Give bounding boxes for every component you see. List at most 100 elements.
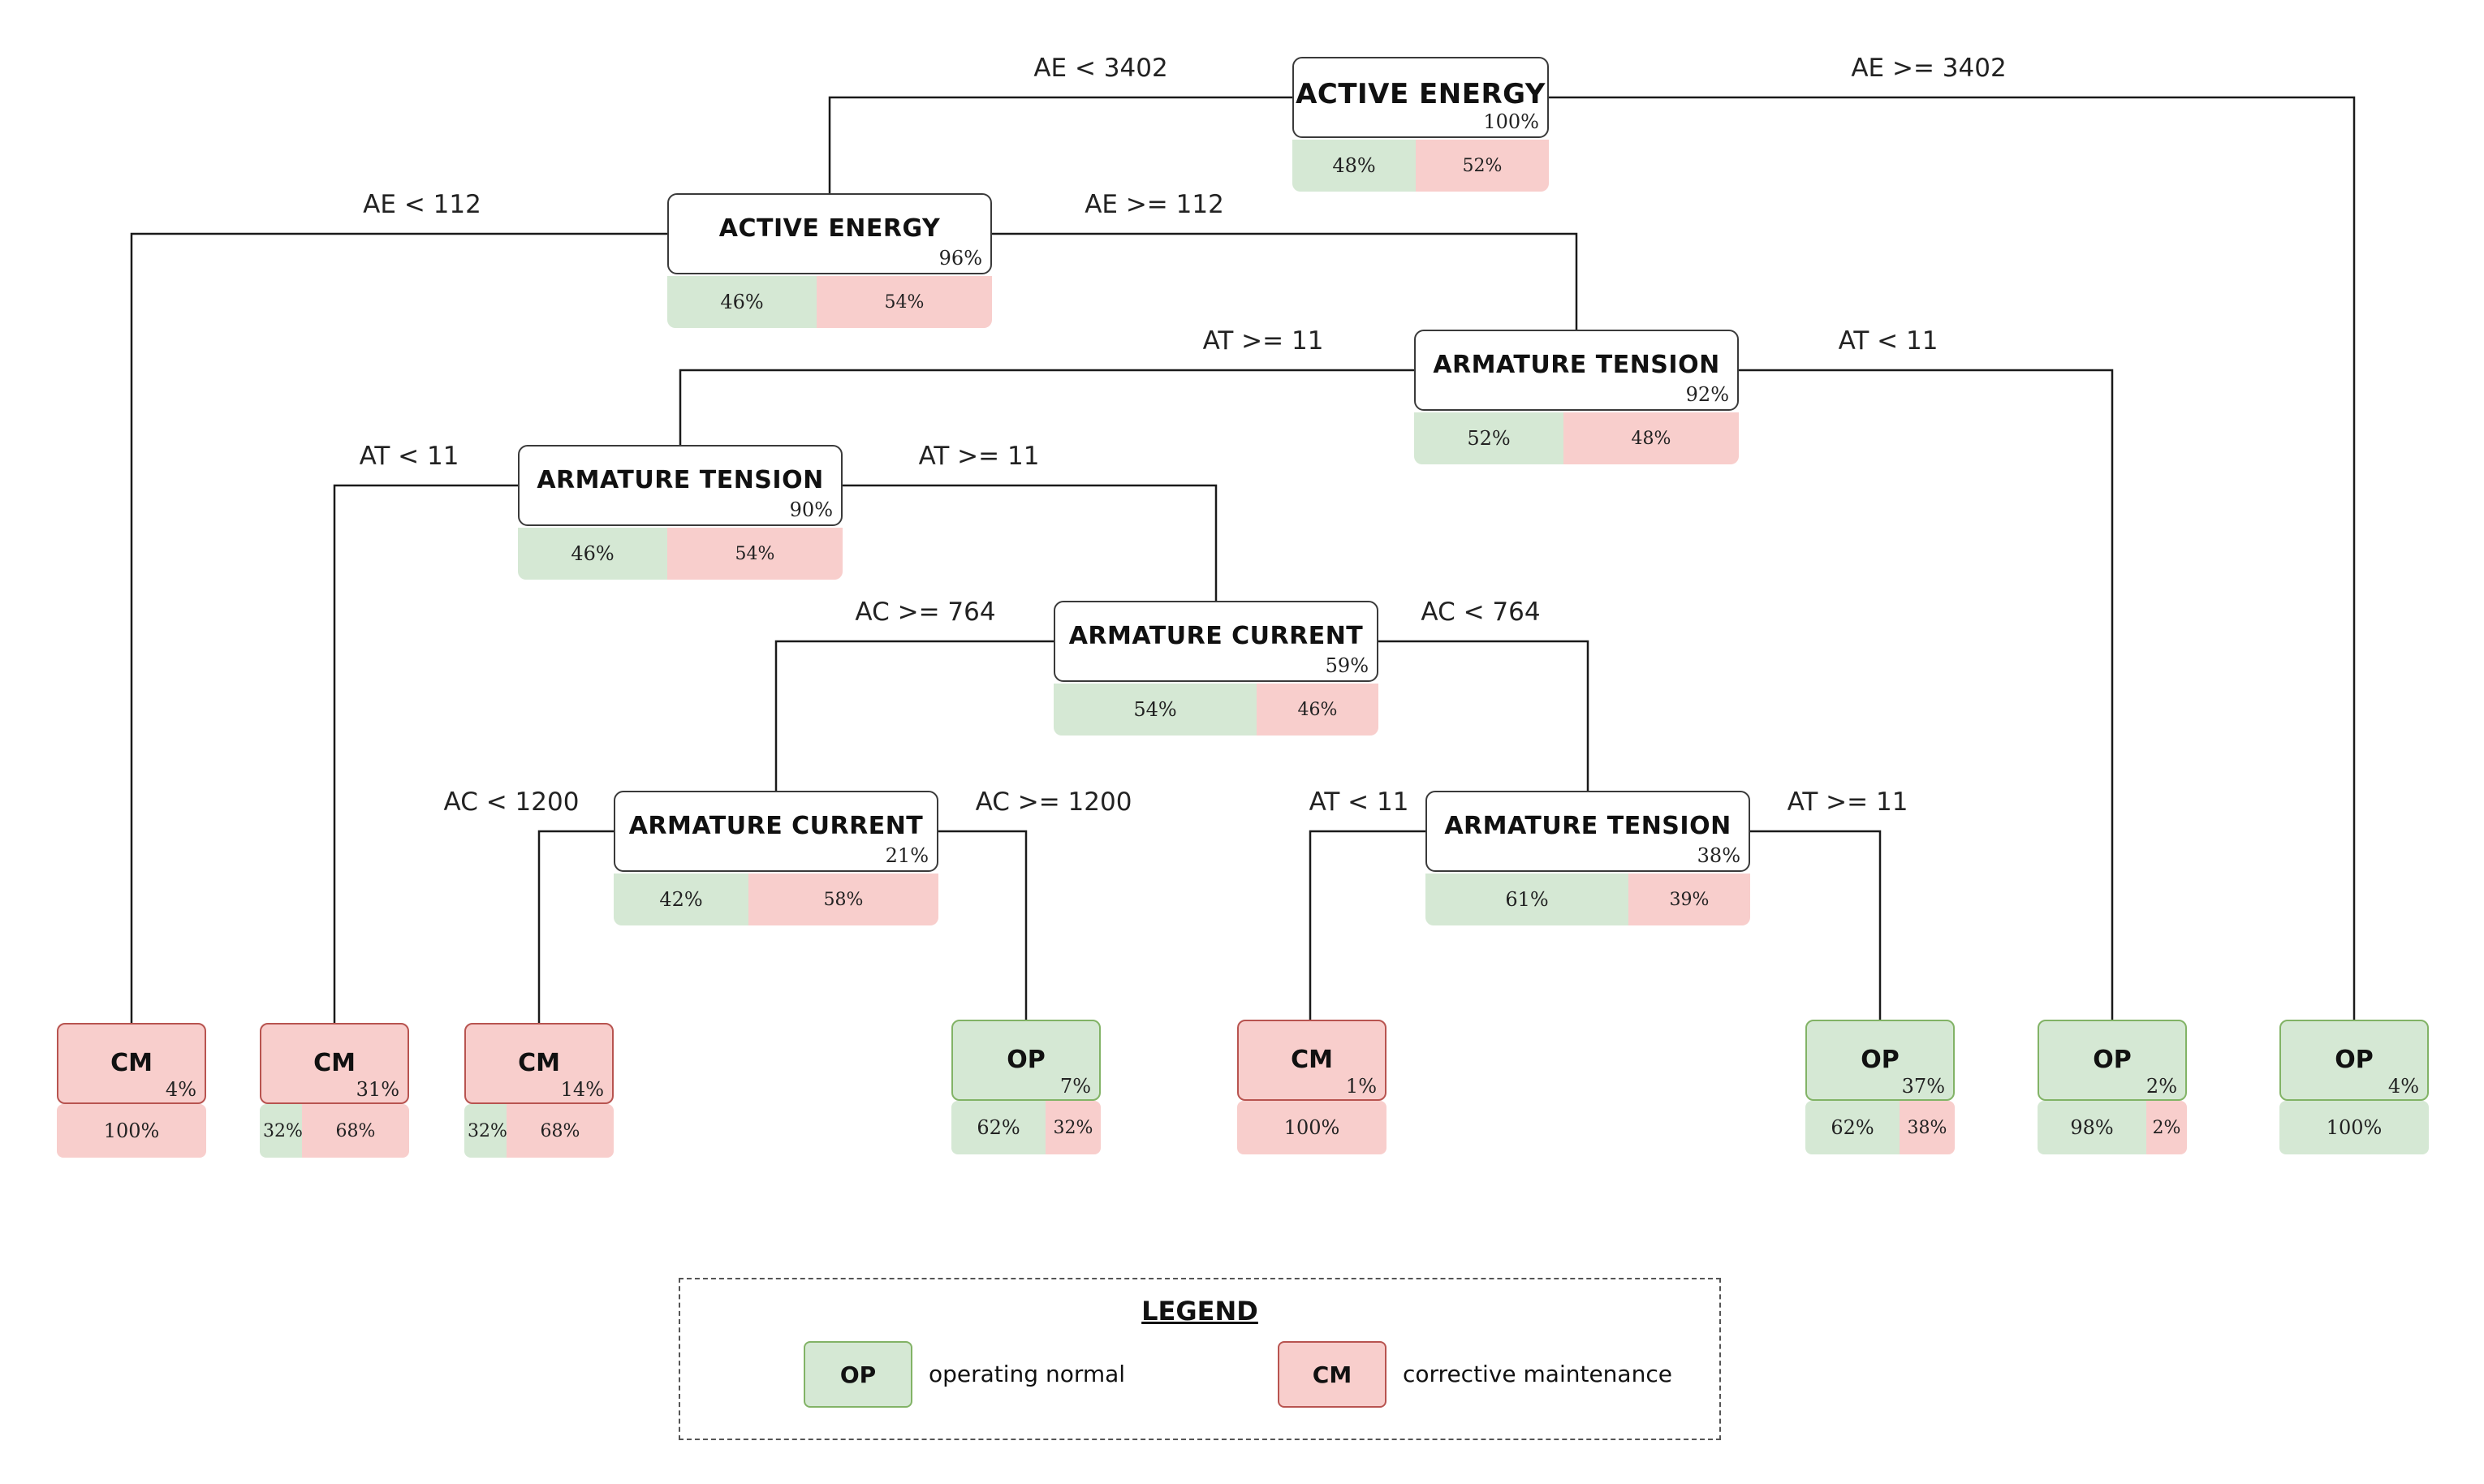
leaf-node-op: OP 37% [1805, 1020, 1955, 1101]
node-title: ARMATURE TENSION [1433, 351, 1720, 379]
node-percentage: 100% [1483, 110, 1539, 133]
connector-n5-right [1378, 640, 1589, 791]
leaf-percentage: 31% [356, 1078, 399, 1101]
edge-label-ac-ge-1200: AC >= 1200 [975, 787, 1132, 817]
leaf-class-bar: 32% 68% [260, 1104, 409, 1158]
leaf-label: CM [518, 1049, 560, 1077]
node-percentage: 59% [1325, 654, 1369, 677]
edge-label-ae-lt-112: AE < 112 [363, 190, 481, 219]
cm-share: 32% [1046, 1101, 1101, 1154]
legend-text-op: operating normal [929, 1361, 1126, 1387]
legend-text-cm: corrective maintenance [1403, 1361, 1672, 1387]
leaf-class-bar: 100% [57, 1104, 206, 1158]
leaf-label: CM [313, 1049, 356, 1077]
leaf-percentage: 14% [560, 1078, 604, 1101]
leaf-class-bar: 62% 32% [951, 1101, 1101, 1154]
legend-swatch-op: OP [804, 1341, 912, 1408]
connector-n4-left [333, 484, 518, 1023]
connector-n4-right [843, 484, 1218, 601]
edge-label-ac-lt-1200: AC < 1200 [443, 787, 580, 817]
connector-n2-left [130, 232, 667, 1023]
op-share: 52% [1414, 412, 1563, 464]
leaf-label: CM [110, 1049, 153, 1077]
node-title: ACTIVE ENERGY [1296, 78, 1546, 110]
edge-label-ac-lt-764: AC < 764 [1421, 597, 1541, 627]
edge-label-ae-ge-3402: AE >= 3402 [1851, 54, 2007, 83]
op-share: 32% [464, 1104, 507, 1158]
connector-n7-left [1309, 830, 1425, 1020]
node-percentage: 96% [938, 247, 982, 270]
node-class-bar: 46% 54% [667, 276, 992, 328]
legend: LEGEND OP operating normal CM corrective… [679, 1278, 1721, 1440]
leaf-node-cm: CM 1% [1237, 1020, 1386, 1101]
node-title: ARMATURE TENSION [537, 466, 824, 494]
leaf-class-bar: 100% [1237, 1101, 1386, 1154]
node-percentage: 92% [1685, 383, 1729, 406]
edge-label-ae-ge-112: AE >= 112 [1085, 190, 1224, 219]
leaf-class-bar: 98% 2% [2038, 1101, 2187, 1154]
node-title: ACTIVE ENERGY [718, 214, 941, 243]
op-share: 54% [1054, 684, 1257, 736]
leaf-label: OP [2093, 1046, 2132, 1074]
cm-share: 100% [1237, 1101, 1386, 1154]
cm-share: 46% [1257, 684, 1378, 736]
connector-n3-right [1739, 369, 2114, 1020]
edge-label-at-lt-11: AT < 11 [1309, 787, 1409, 817]
cm-share: 2% [2146, 1101, 2187, 1154]
leaf-label: CM [1291, 1046, 1333, 1074]
decision-node-armature-current: ARMATURE CURRENT 21% [614, 791, 938, 872]
op-share: 48% [1292, 140, 1416, 192]
node-title: ARMATURE CURRENT [1068, 622, 1364, 650]
cm-share: 38% [1900, 1101, 1955, 1154]
connector-root-right [1549, 96, 2356, 1020]
op-share: 46% [518, 528, 667, 580]
leaf-percentage: 2% [2145, 1075, 2177, 1098]
op-share: 62% [951, 1101, 1046, 1154]
op-share: 100% [2279, 1101, 2429, 1154]
leaf-node-op: OP 7% [951, 1020, 1101, 1101]
leaf-node-op: OP 2% [2038, 1020, 2187, 1101]
cm-share: 58% [748, 874, 938, 925]
edge-label-ac-ge-764: AC >= 764 [855, 597, 996, 627]
leaf-label: OP [2335, 1046, 2374, 1074]
leaf-node-op: OP 4% [2279, 1020, 2429, 1101]
node-title: ARMATURE TENSION [1444, 812, 1731, 840]
edge-label-at-lt-11: AT < 11 [359, 442, 459, 471]
leaf-label: OP [1861, 1046, 1900, 1074]
node-title: ARMATURE CURRENT [628, 812, 924, 840]
op-share: 46% [667, 276, 817, 328]
node-class-bar: 54% 46% [1054, 684, 1378, 736]
connector-n6-left [537, 830, 614, 1023]
decision-node-active-energy: ACTIVE ENERGY 96% [667, 193, 992, 274]
leaf-node-cm: CM 4% [57, 1023, 206, 1104]
leaf-class-bar: 62% 38% [1805, 1101, 1955, 1154]
leaf-percentage: 4% [165, 1078, 196, 1101]
decision-node-armature-tension: ARMATURE TENSION 90% [518, 445, 843, 526]
leaf-percentage: 4% [2387, 1075, 2419, 1098]
cm-share: 39% [1628, 874, 1750, 925]
cm-share: 54% [667, 528, 843, 580]
leaf-node-cm: CM 14% [464, 1023, 614, 1104]
edge-label-at-ge-11: AT >= 11 [1202, 326, 1324, 356]
connector-n6-right [938, 830, 1028, 1020]
edge-label-at-ge-11: AT >= 11 [1787, 787, 1908, 817]
op-share: 62% [1805, 1101, 1900, 1154]
connector-n2-right [992, 232, 1578, 330]
connector-n7-right [1750, 830, 1882, 1020]
connector-root-left [828, 96, 1292, 195]
connector-n3-left [679, 369, 1414, 445]
node-percentage: 21% [885, 844, 929, 867]
node-class-bar: 46% 54% [518, 528, 843, 580]
cm-share: 68% [302, 1104, 409, 1158]
decision-node-armature-tension: ARMATURE TENSION 92% [1414, 330, 1739, 411]
leaf-label: OP [1007, 1046, 1046, 1074]
op-share: 32% [260, 1104, 303, 1158]
decision-node-armature-current: ARMATURE CURRENT 59% [1054, 601, 1378, 682]
node-class-bar: 61% 39% [1425, 874, 1750, 925]
decision-node-active-energy-root: ACTIVE ENERGY 100% [1292, 57, 1549, 138]
cm-share: 52% [1416, 140, 1549, 192]
cm-share: 68% [507, 1104, 614, 1158]
leaf-node-cm: CM 31% [260, 1023, 409, 1104]
